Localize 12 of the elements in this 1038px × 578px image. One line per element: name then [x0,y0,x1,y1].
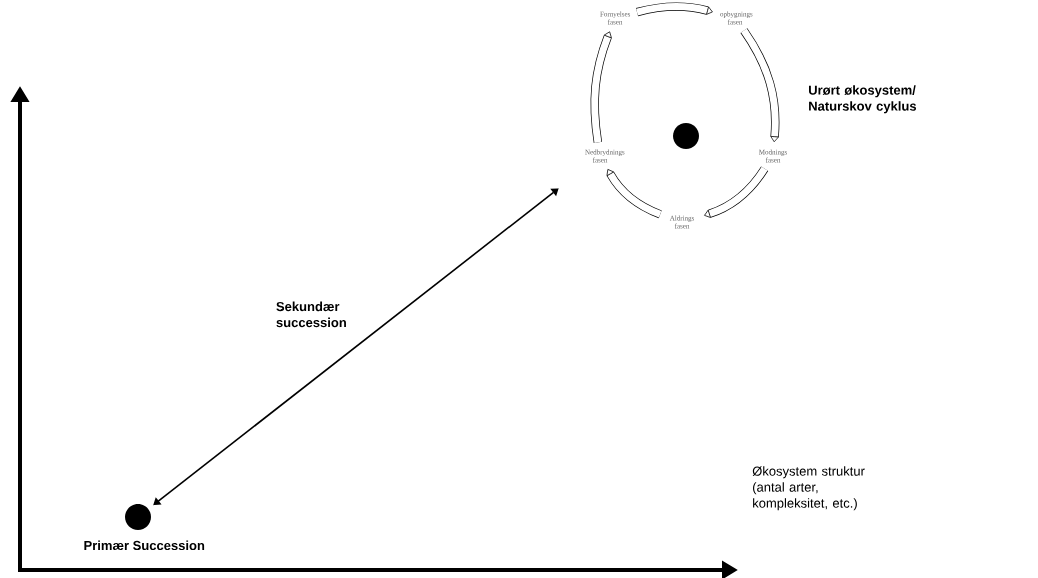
dot-caption: Primær Succession [84,540,205,551]
cycle-arrow [740,28,780,143]
cycle-arrow [590,31,612,143]
cycle-arrow [704,166,769,218]
edge-label: Sekundær succession [276,301,346,328]
axis-label: Økosystem struktur (antal arter, kompleksitet, etc.) [752,466,865,511]
dot [125,504,151,530]
double-arrow [153,188,559,506]
cycle-arrow [636,2,713,17]
dot [673,123,699,149]
cycle-arrow [606,169,662,219]
note: Urørt økosystem/ Naturskov cyklus [809,85,917,114]
